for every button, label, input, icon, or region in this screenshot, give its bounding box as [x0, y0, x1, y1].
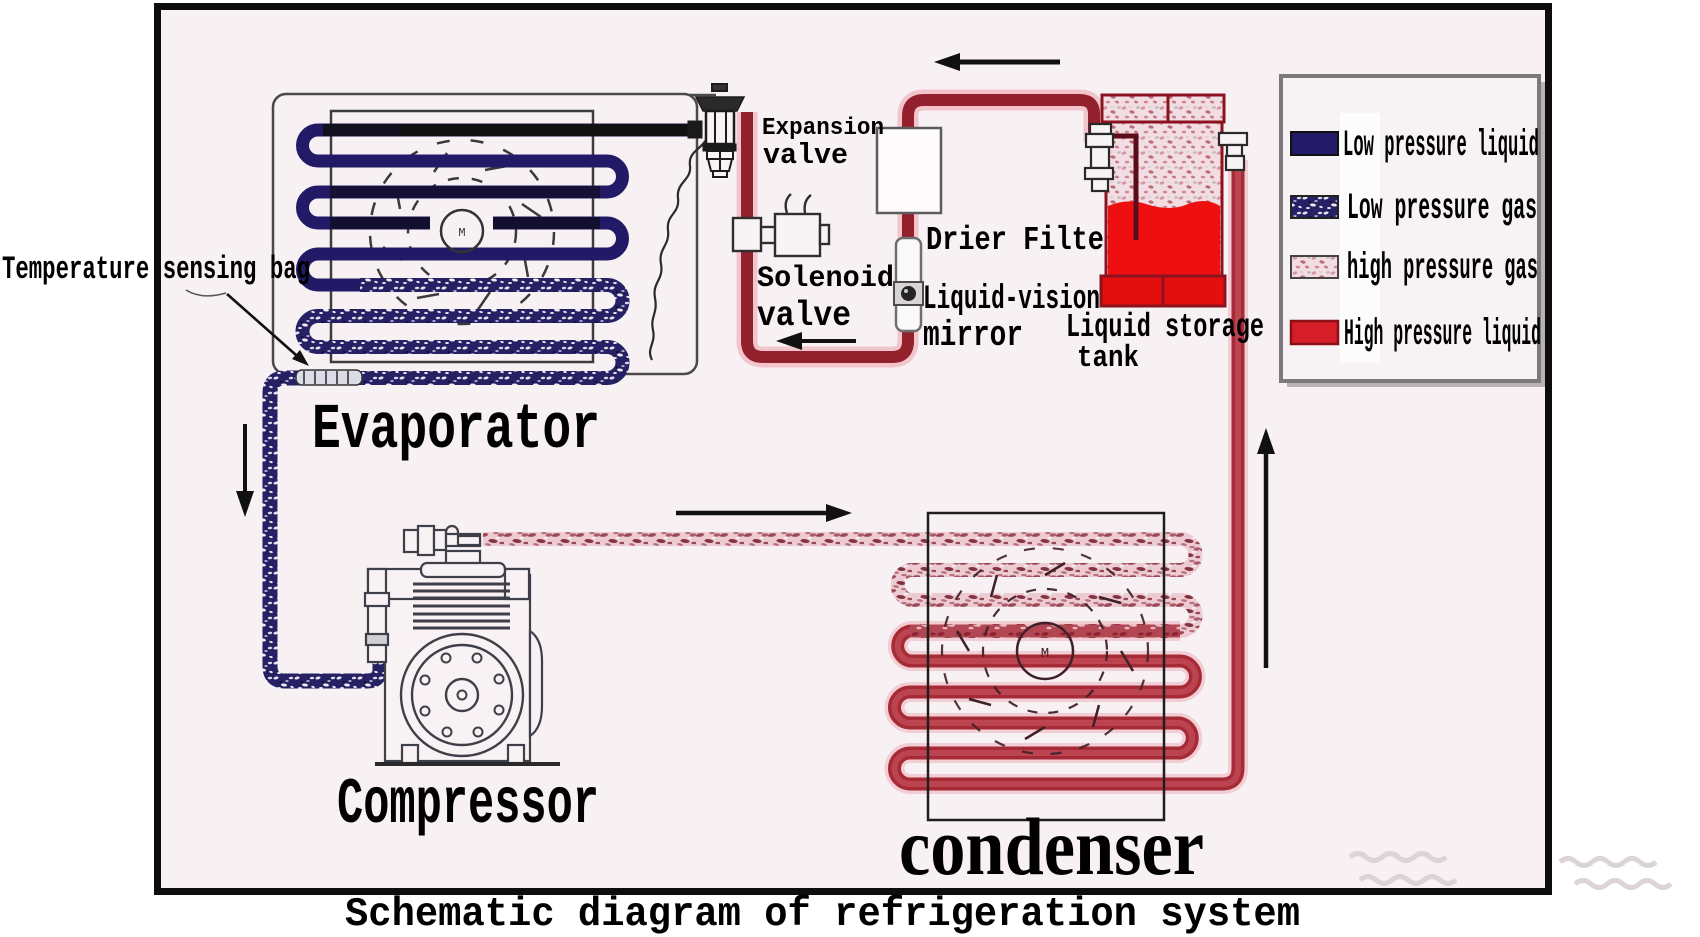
svg-text:Liquid storage: Liquid storage: [1066, 309, 1264, 346]
svg-text:Expansion: Expansion: [762, 115, 884, 142]
svg-text:Temperature sensing bag: Temperature sensing bag: [2, 251, 310, 288]
svg-text:M: M: [1041, 646, 1049, 662]
svg-text:condenser: condenser: [899, 801, 1204, 892]
svg-text:tank: tank: [1077, 341, 1139, 376]
svg-text:M: M: [458, 226, 465, 240]
svg-text:mirror: mirror: [923, 315, 1023, 356]
svg-text:valve: valve: [763, 139, 848, 172]
svg-text:Evaporator: Evaporator: [312, 395, 600, 467]
svg-text:Drier Filte: Drier Filte: [926, 222, 1104, 259]
svg-text:high pressure gas: high pressure gas: [1347, 248, 1538, 290]
svg-text:Liquid-vision: Liquid-vision: [923, 281, 1100, 319]
svg-text:Compressor: Compressor: [337, 768, 599, 842]
svg-text:Schematic diagram of refrigera: Schematic diagram of refrigeration syste…: [345, 892, 1300, 937]
svg-text:valve: valve: [757, 296, 851, 336]
svg-text:Solenoid: Solenoid: [757, 262, 894, 296]
svg-text:Low pressure gas: Low pressure gas: [1347, 188, 1537, 230]
svg-text:Low pressure liquid: Low pressure liquid: [1343, 125, 1539, 167]
svg-text:High pressure liquid: High pressure liquid: [1344, 314, 1541, 356]
